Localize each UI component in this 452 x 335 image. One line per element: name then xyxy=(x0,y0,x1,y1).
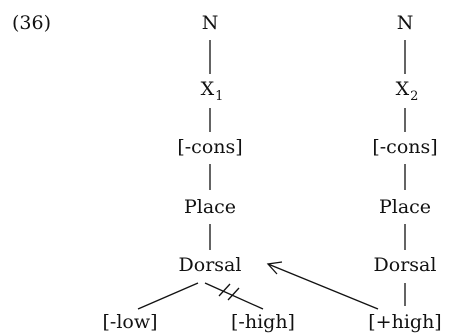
dorsal-low-line xyxy=(137,282,199,310)
right-dorsal-node: Dorsal xyxy=(373,254,437,276)
right-high-feature: [+high] xyxy=(368,311,442,333)
left-dorsal-node: Dorsal xyxy=(178,254,242,276)
spread-arrowhead xyxy=(266,261,283,275)
left-timing-slot: X1 xyxy=(200,78,224,104)
dorsal-high-line xyxy=(204,282,264,310)
left-timing-root: X xyxy=(200,78,215,100)
left-low-feature: [-low] xyxy=(102,311,158,333)
right-cons-feature: [-cons] xyxy=(372,136,438,158)
left-place-node: Place xyxy=(183,196,237,218)
right-timing-root: X xyxy=(395,78,410,100)
delink-mark-2 xyxy=(227,287,240,301)
left-high-feature: [-high] xyxy=(231,311,295,333)
left-timing-sub: 1 xyxy=(215,89,224,104)
left-root-n: N xyxy=(201,12,219,34)
spread-line xyxy=(267,263,379,310)
right-timing-sub: 2 xyxy=(410,89,419,104)
right-place-node: Place xyxy=(378,196,432,218)
left-cons-feature: [-cons] xyxy=(177,136,243,158)
right-root-n: N xyxy=(396,12,414,34)
example-number: (36) xyxy=(12,12,52,34)
right-timing-slot: X2 xyxy=(395,78,419,104)
delink-mark-1 xyxy=(218,283,231,297)
